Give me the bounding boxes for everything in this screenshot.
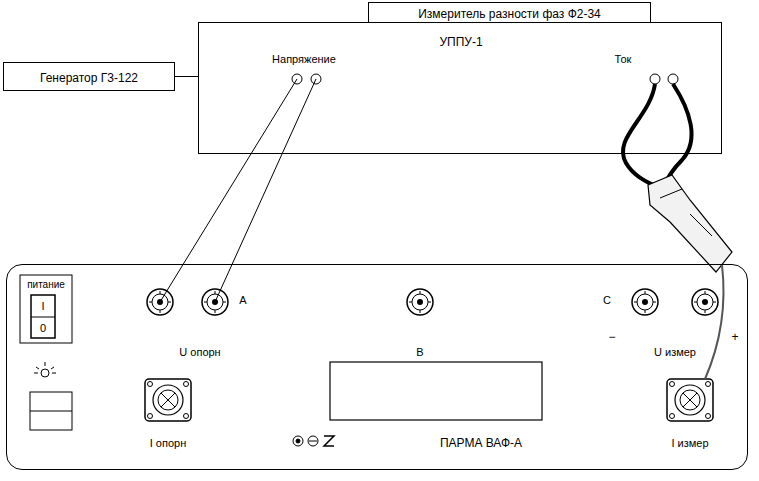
panel-label: Ток	[615, 53, 632, 65]
switch-divider	[31, 317, 55, 318]
box-label: Измеритель разности фаз Ф2-34	[418, 7, 601, 21]
panel-marking: питание	[27, 279, 65, 291]
panel-marking: −	[608, 331, 615, 345]
panel-marking: +	[731, 331, 738, 345]
terminal	[650, 74, 660, 84]
terminal	[668, 74, 678, 84]
panel-marking: I опорн	[150, 437, 187, 450]
text-slot: Генератор Г3-122	[40, 68, 138, 86]
text-slot: УППУ-1	[439, 32, 482, 50]
text-slot: Измеритель разности фаз Ф2-34	[418, 4, 601, 22]
generator-box: Генератор Г3-122	[3, 62, 175, 91]
text-slot: Напряжение	[272, 49, 336, 67]
power-switch	[31, 295, 55, 338]
wire-segment	[282, 79, 316, 154]
button-line	[30, 411, 72, 412]
panel-marking: A	[239, 294, 246, 307]
lamp-symbol	[34, 362, 56, 377]
current-loop	[662, 84, 692, 190]
current-clamp	[648, 175, 732, 272]
current-socket	[145, 379, 191, 421]
display-window	[330, 362, 542, 420]
panel-marking: B	[416, 346, 423, 359]
clamp-cable	[705, 265, 723, 379]
wire-segment	[160, 264, 183, 302]
panel-marking: 0	[40, 322, 46, 335]
current-loop	[623, 84, 662, 190]
connection-wire	[232, 154, 282, 264]
panel-marking: U опорн	[179, 346, 220, 359]
clamp-jaw	[660, 189, 682, 198]
panel-label: ПАРМА ВАФ-А	[440, 436, 522, 450]
text-slot: ПАРМА ВАФ-А	[440, 433, 522, 451]
lamp-button	[30, 392, 72, 430]
panel-marking: I	[41, 300, 44, 313]
device-box: УППУ-1Напряжение Ток	[198, 22, 722, 154]
panel-label: УППУ-1	[439, 35, 482, 49]
connection-wire	[175, 76, 198, 77]
text-slot: Ток	[615, 49, 632, 67]
box-label: Генератор Г3-122	[40, 71, 138, 85]
clamp-body-line	[690, 214, 712, 236]
bnc-connector	[407, 289, 433, 315]
panel-label: Напряжение	[272, 53, 336, 65]
panel-marking: U измер	[654, 346, 696, 359]
bnc-connector	[632, 289, 658, 315]
wire-segment	[251, 79, 297, 154]
panel-marking: I измер	[671, 437, 708, 450]
wire-segments	[160, 79, 316, 302]
device-housing: ПАРМА ВАФ-А	[6, 264, 748, 470]
current-socket	[667, 379, 713, 421]
connection-wire	[183, 154, 251, 264]
panel-marking: C	[603, 294, 611, 307]
wire-segment	[215, 264, 232, 302]
bnc-connector	[692, 289, 718, 315]
instrument-box: Измеритель разности фаз Ф2-34	[368, 2, 651, 23]
switch-panel	[20, 275, 72, 343]
logo-icons	[293, 436, 334, 446]
